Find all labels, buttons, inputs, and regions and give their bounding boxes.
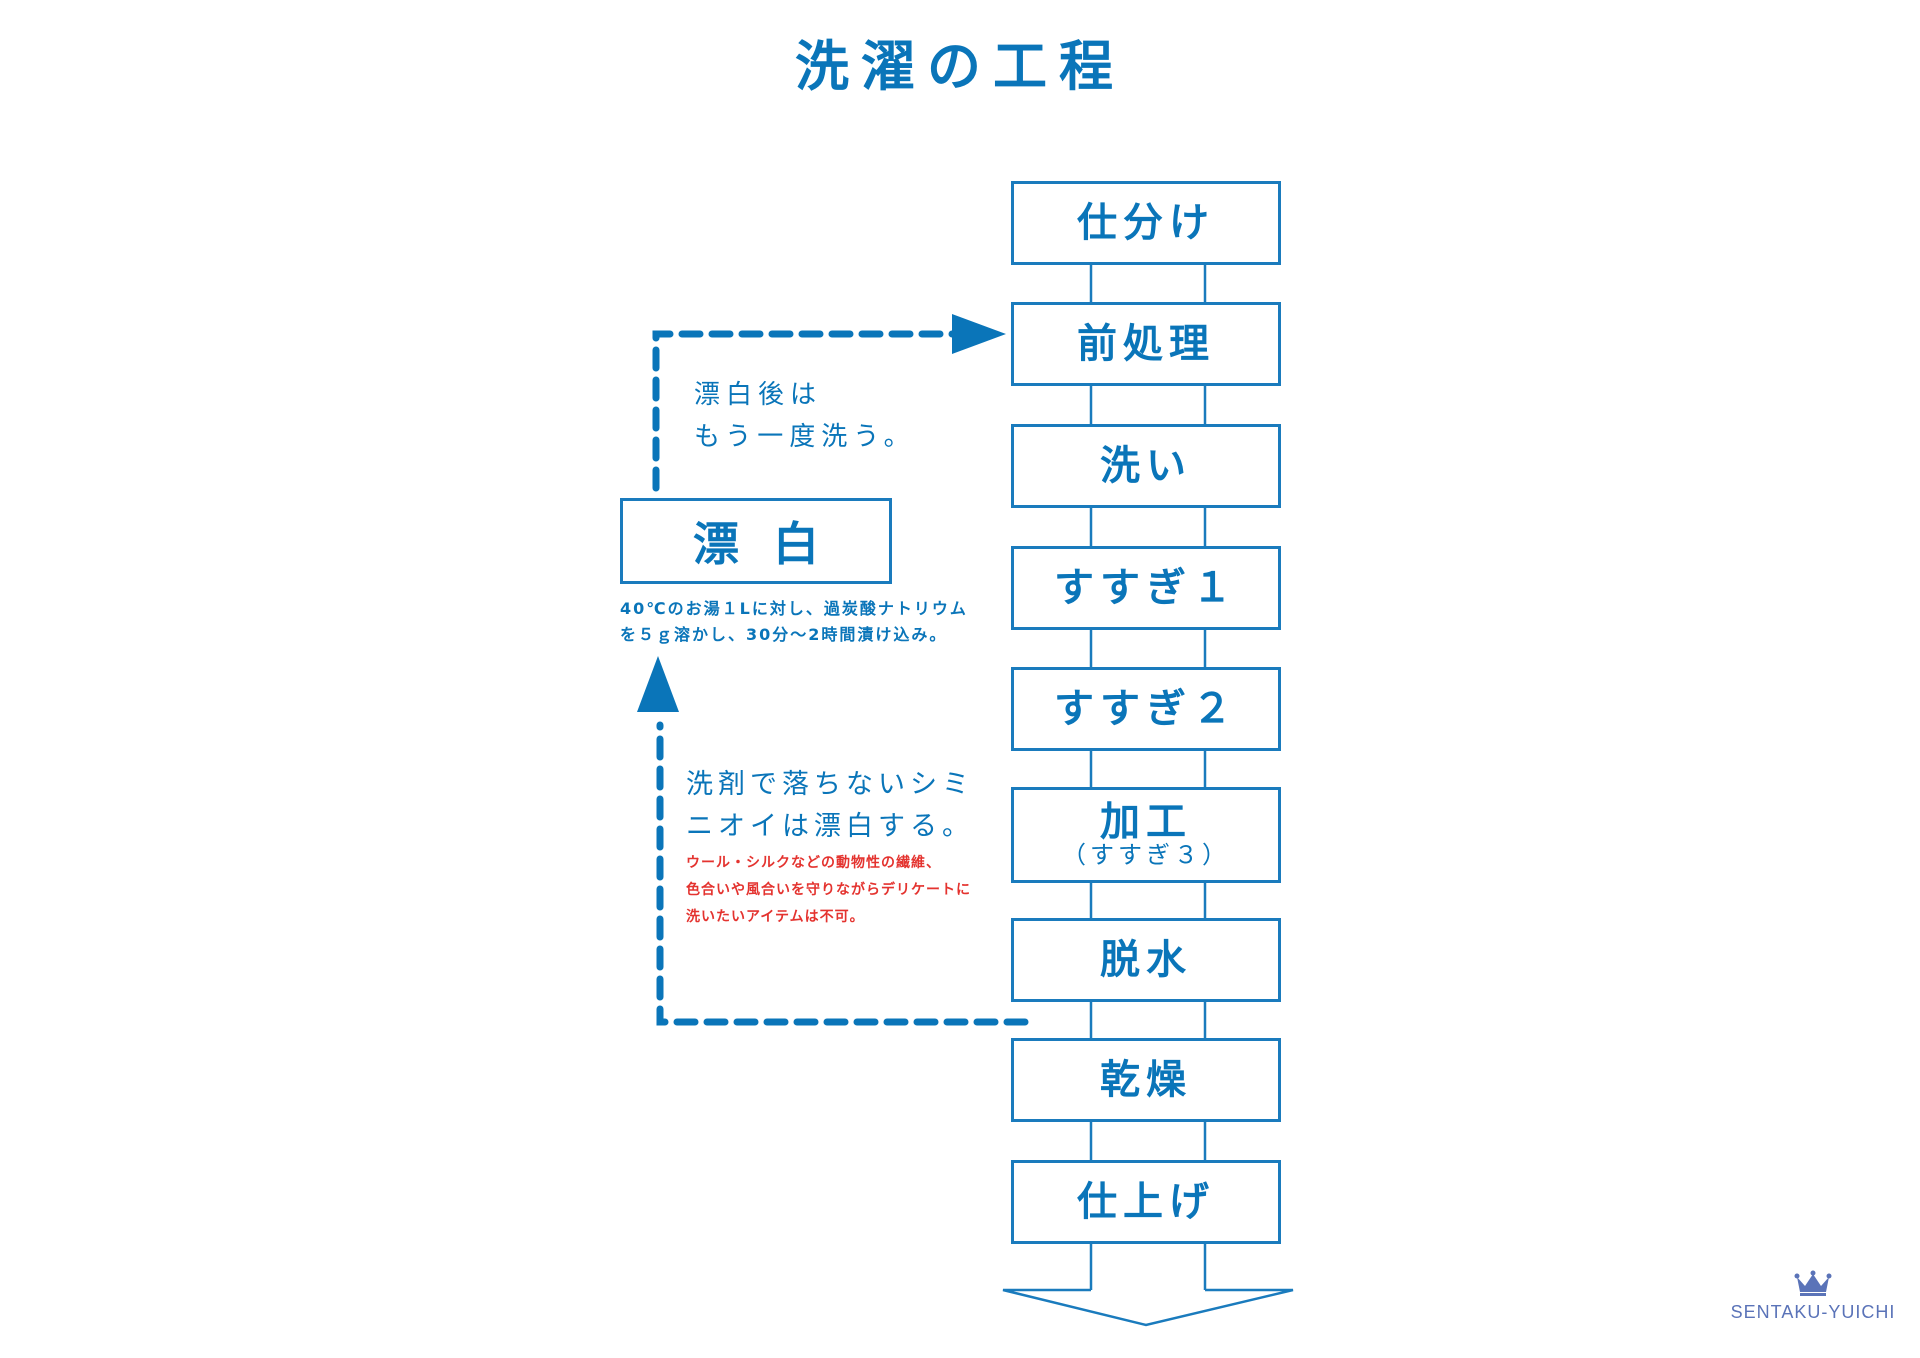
note-line: を５ｇ溶かし、30分～2時間漬け込み。 <box>620 625 948 644</box>
note-line: 40℃のお湯１Lに対し、過炭酸ナトリウム <box>620 599 968 618</box>
step-label: 乾燥 <box>1100 1057 1192 1103</box>
note-line: ウール・シルクなどの動物性の繊維、 <box>686 855 941 871</box>
step-label: 仕分け <box>1077 200 1215 246</box>
step-drying: 乾燥 <box>1011 1038 1281 1122</box>
note-line: ニオイは漂白する。 <box>686 811 974 842</box>
step-label: すすぎ２ <box>1054 686 1238 732</box>
step-pretreatment: 前処理 <box>1011 302 1281 386</box>
step-label: 仕上げ <box>1077 1179 1215 1225</box>
note-line: もう一度洗う。 <box>694 422 916 452</box>
crown-icon <box>1794 1270 1832 1296</box>
step-wash: 洗い <box>1011 424 1281 508</box>
warning-note: ウール・シルクなどの動物性の繊維、 色合いや風合いを守りながらデリケートに 洗い… <box>686 850 971 931</box>
step-sorting: 仕分け <box>1011 181 1281 265</box>
return-arrow-head <box>952 314 1006 354</box>
after-bleach-note: 漂白後は もう一度洗う。 <box>694 374 916 458</box>
bleach-box: 漂白 <box>620 498 892 584</box>
page-title: 洗濯の工程 <box>795 35 1125 98</box>
note-line: 漂白後は <box>694 380 823 410</box>
step-sublabel: （すすぎ３） <box>1062 841 1230 870</box>
step-finishing-treatment: 加工 （すすぎ３） <box>1011 787 1281 883</box>
bleach-arrow-head <box>637 656 679 712</box>
step-label: 加工 <box>1100 799 1192 846</box>
brand-logo: SENTAKU-YUICHI <box>1718 1268 1908 1323</box>
bottom-arrow <box>1002 1288 1294 1327</box>
step-label: 脱水 <box>1100 937 1192 983</box>
note-line: 洗いたいアイテムは不可。 <box>686 909 865 925</box>
stain-note: 洗剤で落ちないシミ ニオイは漂白する。 <box>686 764 974 848</box>
note-line: 洗剤で落ちないシミ <box>686 769 974 800</box>
bleach-dashed-line <box>656 721 1029 1026</box>
step-final-finish: 仕上げ <box>1011 1160 1281 1244</box>
step-label: 洗い <box>1100 443 1192 489</box>
return-dashed-line <box>652 330 966 492</box>
logo-text: SENTAKU-YUICHI <box>1730 1302 1896 1322</box>
bleach-instruction-note: 40℃のお湯１Lに対し、過炭酸ナトリウム を５ｇ溶かし、30分～2時間漬け込み。 <box>620 596 968 648</box>
step-rinse-2: すすぎ２ <box>1011 667 1281 751</box>
step-label: すすぎ１ <box>1054 565 1238 611</box>
step-label: 前処理 <box>1077 321 1215 367</box>
step-rinse-1: すすぎ１ <box>1011 546 1281 630</box>
step-spin-dry: 脱水 <box>1011 918 1281 1002</box>
bleach-label: 漂白 <box>693 517 853 571</box>
note-line: 色合いや風合いを守りながらデリケートに <box>686 882 971 898</box>
